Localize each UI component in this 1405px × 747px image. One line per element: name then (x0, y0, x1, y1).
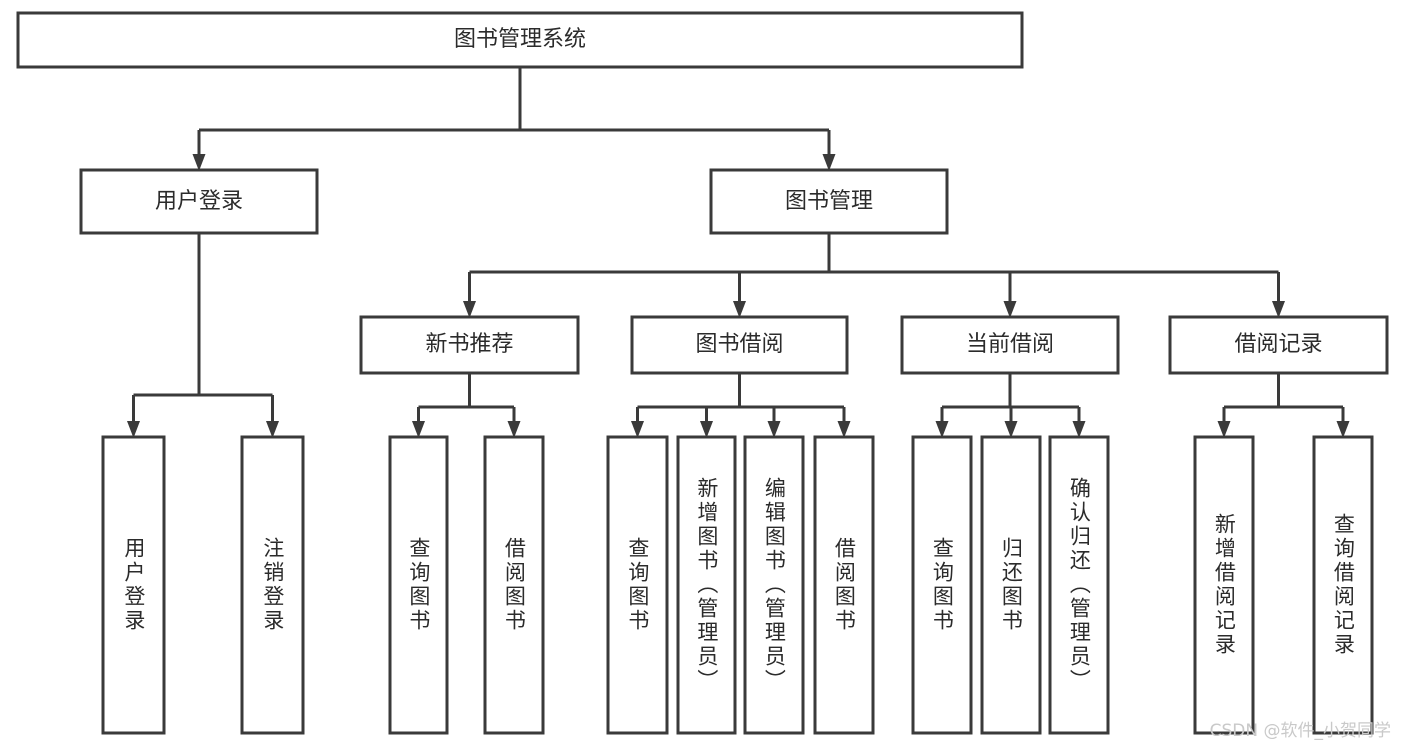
node-box-leaf-cq[interactable] (911, 435, 973, 735)
arrow-head-icon (463, 301, 476, 318)
node-box-l3-new[interactable] (359, 315, 580, 375)
node-box-l3-borrow[interactable] (630, 315, 849, 375)
arrow-head-icon (507, 421, 521, 438)
arrow-head-icon (1003, 301, 1017, 318)
arrow-head-icon (837, 421, 851, 438)
node-box-l2-user[interactable] (79, 168, 319, 235)
node-box-l3-record[interactable] (1168, 315, 1389, 375)
node-box-l2-book[interactable] (709, 168, 949, 235)
node-box-leaf-user-logout[interactable] (240, 435, 305, 735)
node-box-layer (16, 11, 1389, 735)
node-box-leaf-user-login[interactable] (101, 435, 166, 735)
arrow-head-icon (266, 421, 279, 438)
node-box-leaf-bq[interactable] (606, 435, 669, 735)
node-box-leaf-new-query[interactable] (388, 435, 449, 735)
arrow-head-icon (767, 421, 781, 438)
connector-layer (127, 67, 1350, 438)
node-box-leaf-creturn[interactable] (980, 435, 1042, 735)
node-box-leaf-new-borrow[interactable] (483, 435, 545, 735)
arrow-head-icon (700, 421, 713, 438)
arrow-head-icon (733, 301, 746, 318)
node-box-l3-current[interactable] (900, 315, 1120, 375)
arrow-head-icon (935, 421, 949, 438)
node-box-leaf-rquery[interactable] (1312, 435, 1374, 735)
node-box-leaf-radd[interactable] (1193, 435, 1255, 735)
arrow-head-icon (1272, 301, 1285, 318)
arrow-head-icon (1217, 421, 1231, 438)
arrow-head-icon (1336, 421, 1350, 438)
csdn-watermark: CSDN @软件_小贺同学 (1209, 721, 1391, 741)
node-box-leaf-bborrow[interactable] (813, 435, 875, 735)
node-box-leaf-badd[interactable] (676, 435, 737, 735)
arrow-head-icon (822, 154, 836, 171)
node-box-leaf-cconfirm[interactable] (1048, 435, 1110, 735)
arrow-head-icon (631, 421, 644, 438)
arrow-head-icon (1004, 421, 1018, 438)
node-box-leaf-bedit[interactable] (743, 435, 805, 735)
arrow-head-icon (127, 421, 140, 438)
arrow-head-icon (412, 421, 425, 438)
arrow-head-icon (1072, 421, 1086, 438)
node-box-root[interactable] (16, 11, 1024, 69)
arrow-head-icon (192, 154, 206, 171)
